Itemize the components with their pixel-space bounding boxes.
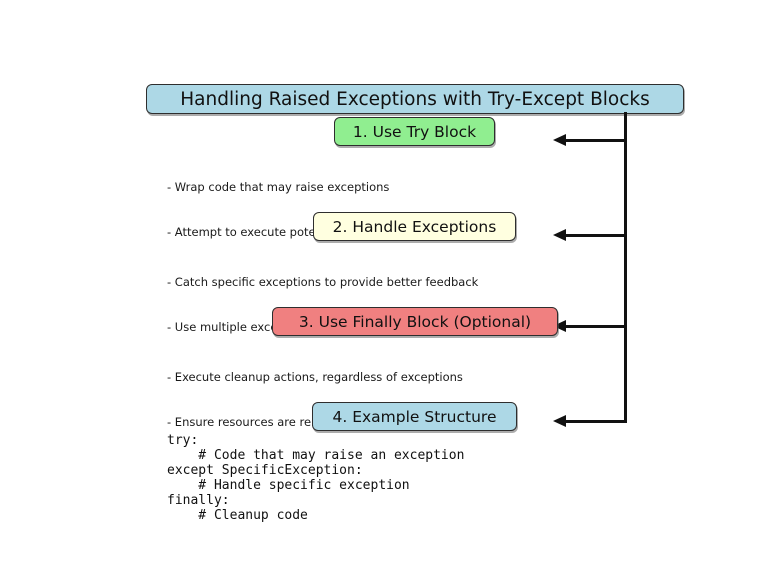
title-box: Handling Raised Exceptions with Try-Exce…: [146, 84, 684, 114]
step-label: 4. Example Structure: [332, 407, 497, 426]
bullet-line: - Wrap code that may raise exceptions: [167, 180, 390, 194]
connector-vertical-line: [623, 112, 627, 423]
left-arrow-icon: [553, 133, 566, 146]
step-box-1: 1. Use Try Block: [334, 117, 495, 146]
bullet-line: - Catch specific exceptions to provide b…: [167, 275, 479, 289]
step-3-bullets: - Execute cleanup actions, regardless of…: [167, 340, 463, 460]
arrow-shaft: [562, 324, 627, 328]
left-arrow-icon: [553, 414, 566, 427]
bullet-line: - Ensure resources are released properly: [167, 415, 401, 429]
bullet-line: - Execute cleanup actions, regardless of…: [167, 370, 463, 384]
step-label: 1. Use Try Block: [352, 122, 477, 141]
code-example-block: try: # Code that may raise an exception …: [167, 433, 465, 523]
step-box-2: 2. Handle Exceptions: [313, 212, 516, 241]
arrow-shaft: [562, 233, 627, 237]
page-title: Handling Raised Exceptions with Try-Exce…: [180, 88, 650, 110]
arrow-shaft: [562, 138, 627, 142]
step-label: 2. Handle Exceptions: [332, 217, 497, 236]
step-label: 3. Use Finally Block (Optional): [298, 312, 532, 331]
left-arrow-icon: [553, 228, 566, 241]
arrow-shaft: [562, 419, 627, 423]
step-box-3: 3. Use Finally Block (Optional): [272, 307, 558, 336]
step-box-4: 4. Example Structure: [312, 402, 517, 431]
